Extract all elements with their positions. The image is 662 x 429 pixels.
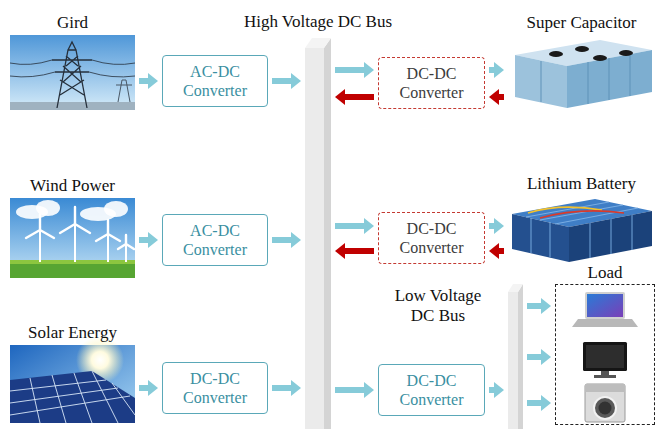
power-arrow — [139, 237, 148, 243]
power-arrow — [139, 78, 148, 84]
battery-picture — [540, 211, 624, 218]
washing-machine-icon — [594, 397, 616, 419]
power-arrow — [499, 94, 504, 100]
power-arrow — [272, 385, 291, 391]
power-arrow — [527, 354, 541, 360]
wind-picture — [26, 207, 134, 249]
component-label: Super Capacitor — [527, 13, 637, 33]
low-voltage-bus-bar — [518, 284, 523, 429]
washing-machine-icon — [585, 384, 625, 422]
solar-picture — [10, 336, 135, 423]
dc-bus: Low Voltage DC Bus — [508, 284, 523, 429]
dc-bus: High Voltage DC Bus — [305, 38, 331, 429]
power-arrow — [345, 94, 374, 100]
grid-picture — [52, 42, 92, 108]
power-arrow — [272, 237, 291, 243]
converter-box: AC-DC Converter — [162, 55, 268, 107]
high-voltage-bus-bar — [305, 48, 324, 429]
washing-machine-icon — [585, 384, 625, 422]
supercapacitor-picture — [541, 54, 630, 104]
power-arrow — [335, 223, 364, 229]
load-box: Load — [555, 284, 655, 425]
converter-box: DC-DC Converter — [162, 362, 268, 414]
tv-icon — [594, 375, 616, 378]
supercapacitor-picture — [515, 40, 652, 108]
battery-picture — [512, 214, 569, 262]
converter-label: DC-DC Converter — [163, 369, 267, 407]
power-arrow — [345, 248, 374, 254]
power-arrow — [139, 385, 148, 391]
power-arrow — [489, 223, 494, 229]
solar-source: Solar Energy — [10, 345, 135, 423]
grid-picture — [10, 35, 135, 110]
storage-device: Super Capacitor — [508, 35, 655, 113]
power-arrow — [489, 67, 494, 73]
tv-icon — [583, 342, 627, 371]
low-voltage-bus-bar — [508, 292, 518, 429]
bidirectional-converter-box: DC-DC Converter — [378, 212, 485, 264]
component-label: Lithium Battery — [527, 174, 636, 194]
low-voltage-bus-bar — [508, 284, 523, 429]
grid-picture — [10, 60, 135, 77]
storage-device: Lithium Battery — [508, 196, 655, 266]
grid-picture — [10, 102, 135, 110]
component-label: High Voltage DC Bus — [244, 12, 392, 32]
component-label: Low Voltage DC Bus — [382, 286, 494, 325]
grid-source: Gird — [10, 35, 135, 110]
high-voltage-bus-bar — [305, 38, 331, 429]
washing-machine-icon — [599, 402, 612, 415]
high-voltage-bus-bar — [324, 38, 331, 429]
converter-box: DC-DC Converter — [378, 364, 485, 416]
laptop-icon — [572, 292, 638, 327]
power-arrow — [489, 387, 494, 393]
converter-label: AC-DC Converter — [163, 221, 267, 259]
grid-picture — [10, 35, 135, 110]
power-arrow — [335, 387, 364, 393]
tv-icon — [601, 371, 609, 375]
bidirectional-converter-box: DC-DC Converter — [378, 57, 485, 109]
grid-picture — [116, 80, 132, 102]
wind-picture — [10, 260, 135, 264]
converter-box: AC-DC Converter — [162, 214, 268, 266]
laptop-icon — [585, 292, 625, 319]
power-arrow — [527, 400, 541, 406]
high-voltage-bus-bar — [305, 38, 331, 48]
component-label: Gird — [57, 13, 88, 33]
battery-picture — [512, 199, 652, 262]
power-arrow — [527, 303, 541, 309]
wind-picture — [10, 198, 135, 278]
converter-label: DC-DC Converter — [379, 64, 484, 102]
supercapacitor-picture — [619, 50, 633, 56]
laptop-icon — [587, 294, 623, 317]
wind-picture — [10, 198, 135, 278]
component-label: Solar Energy — [28, 323, 117, 343]
converter-label: AC-DC Converter — [163, 62, 267, 100]
power-arrow — [272, 78, 291, 84]
supercapacitor-picture — [575, 46, 589, 52]
converter-label: DC-DC Converter — [379, 219, 484, 257]
converter-label: DC-DC Converter — [379, 371, 484, 409]
battery-picture — [526, 202, 638, 258]
tv-icon — [586, 345, 624, 368]
supercapacitor-picture — [593, 55, 607, 61]
laptop-icon — [572, 319, 638, 327]
power-arrow — [335, 67, 364, 73]
solar-picture — [10, 371, 135, 423]
low-voltage-bus-bar — [508, 284, 523, 292]
component-label: Load — [588, 263, 623, 283]
supercapacitor-picture — [549, 51, 563, 57]
tv-icon — [583, 342, 627, 378]
washing-machine-icon — [585, 384, 625, 392]
wind-source: Wind Power — [10, 198, 135, 278]
solar-picture — [10, 371, 135, 423]
wind-picture — [10, 262, 135, 278]
wind-picture — [104, 201, 128, 217]
component-label: Wind Power — [30, 176, 115, 196]
power-arrow — [499, 248, 504, 254]
